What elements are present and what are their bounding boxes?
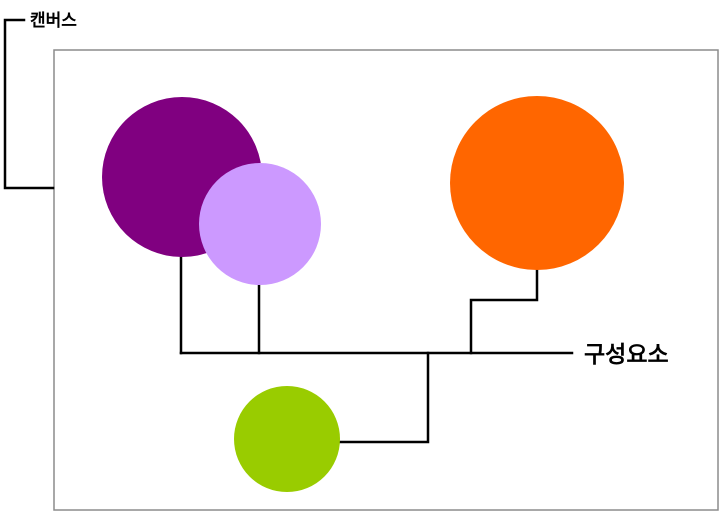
green-circle-leader (318, 351, 430, 444)
green-circle (234, 386, 340, 492)
canvas-label: 캔버스 (30, 11, 77, 31)
orange-circle-leader (469, 248, 539, 355)
lavender-circle (199, 163, 321, 285)
components-label: 구성요소 (584, 342, 669, 368)
canvas-leader-line (3, 18, 55, 190)
orange-circle (450, 96, 624, 270)
